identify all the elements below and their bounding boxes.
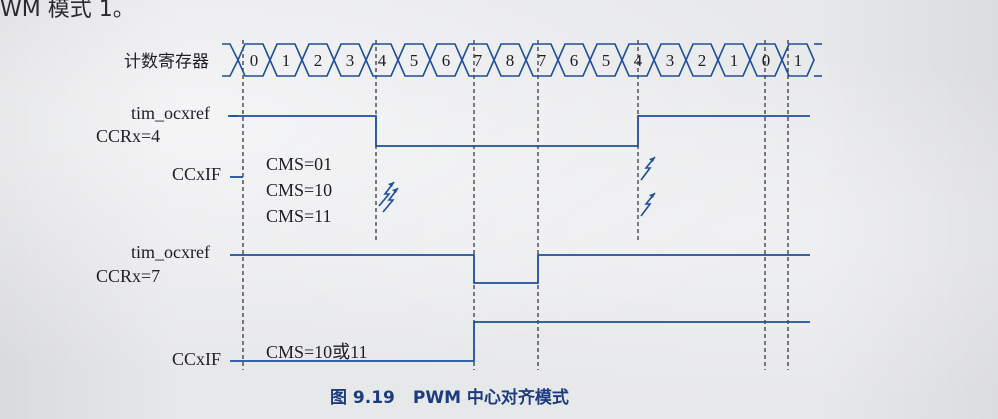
cms10-label: CMS=10 [266, 180, 333, 200]
figure-caption: 图 9.19 PWM 中心对齐模式 [330, 383, 587, 408]
counter-value: 7 [474, 51, 483, 70]
counter-value: 4 [634, 51, 643, 70]
ccxif-2-waveform [230, 321, 810, 362]
ocxref-ccr4-waveform [230, 115, 810, 147]
counter-value: 6 [442, 51, 451, 70]
counter-value: 5 [602, 51, 611, 70]
counter-value: 4 [378, 51, 387, 70]
counter-cell [781, 43, 815, 77]
counter-value: 1 [282, 51, 291, 70]
figure-title: PWM 中心对齐模式 [412, 388, 569, 408]
cms10-or-11-label: CMS=10或11 [266, 342, 368, 362]
counter-value: 7 [538, 51, 547, 70]
counter-value: 5 [410, 51, 419, 70]
flag-arrow-down-2 [640, 192, 656, 217]
counter-value: 3 [666, 51, 675, 70]
counter-value: 3 [346, 51, 355, 70]
ccxif-flag-arrows [378, 156, 656, 217]
flag-arrow-up-1 [378, 181, 395, 207]
ccxif-label-1: CCxIF [172, 164, 222, 184]
counter-register-label: 计数寄存器 [124, 52, 209, 72]
counter-value: 6 [570, 51, 579, 70]
counter-value: 0 [762, 51, 771, 70]
counter-value: 1 [794, 51, 803, 70]
ocxref-label-2: tim_ocxref [131, 242, 210, 262]
counter-value: 0 [250, 51, 259, 70]
cms11-label: CMS=11 [266, 206, 332, 226]
flag-arrow-up-2 [382, 187, 399, 213]
flag-arrow-down-1 [640, 156, 656, 181]
ccxif-label-2: CCxIF [172, 349, 222, 369]
ccr4-label: CCRx=4 [96, 126, 161, 146]
ccr7-label: CCRx=7 [96, 266, 161, 286]
counter-value: 8 [506, 51, 515, 70]
counter-value: 2 [314, 51, 323, 70]
ocxref-ccr7-waveform [230, 254, 810, 284]
previous-paragraph-fragment: WM 模式 1。 [0, 0, 135, 22]
ocxref-label-1: tim_ocxref [131, 103, 210, 123]
counter-value: 1 [730, 51, 739, 70]
counter-value: 2 [698, 51, 707, 70]
cms01-label: CMS=01 [266, 154, 333, 174]
figure-number: 图 9.19 [330, 388, 395, 408]
